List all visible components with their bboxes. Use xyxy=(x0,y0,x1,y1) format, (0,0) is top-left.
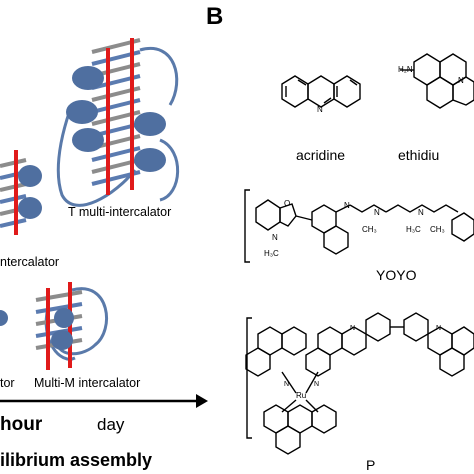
timeline-day-label: day xyxy=(97,415,125,434)
panel-a: T multi-intercalator ntercalator tor xyxy=(0,38,208,470)
p-ru: Ru xyxy=(296,391,306,400)
t-multi-intercalator-graphic xyxy=(56,38,180,207)
p-n3: N xyxy=(350,325,355,332)
p-n2: N xyxy=(314,381,319,388)
timeline-arrowhead xyxy=(196,394,208,408)
multi-m-label: Multi-M intercalator xyxy=(34,376,140,390)
p-n1: N xyxy=(284,381,289,388)
yoyo-n4: N xyxy=(418,208,424,217)
yoyo-ch3-d: CH₃ xyxy=(430,225,445,234)
multi-m-intercalator-graphic xyxy=(35,282,109,370)
yoyo-o: O xyxy=(284,199,290,208)
acridine-label: acridine xyxy=(296,147,345,163)
yoyo-n2: N xyxy=(344,201,350,210)
ethidium-structure: H₂N N xyxy=(398,53,474,109)
intercalator-partial-label: ntercalator xyxy=(0,255,59,269)
yoyo-ch3-a: H₃C xyxy=(264,249,279,258)
partial-intercalator-graphic xyxy=(0,150,42,235)
t-multi-label: T multi-intercalator xyxy=(68,205,171,219)
yoyo-label: YOYO xyxy=(376,267,417,283)
yoyo-ch3-c: H₃C xyxy=(406,225,421,234)
timeline-hour-label: hour xyxy=(0,414,43,435)
tor-partial-label: tor xyxy=(0,376,15,390)
panel-b: B N acridine H₂N N ethidiu xyxy=(206,3,474,473)
yoyo-n3: N xyxy=(374,208,380,217)
yoyo-structure: O N H₃C N N CH₃ N H₃C CH₃ xyxy=(244,189,474,263)
p-label: P xyxy=(366,457,375,473)
acridine-n: N xyxy=(317,105,323,114)
acridine-structure: N xyxy=(281,75,361,114)
yoyo-n1: N xyxy=(272,233,278,242)
panel-b-label: B xyxy=(206,3,223,30)
p-structure: Ru N N N N xyxy=(245,312,474,455)
partial-blob xyxy=(0,310,8,326)
yoyo-ch3-b: CH₃ xyxy=(362,225,377,234)
ethidium-n: N xyxy=(458,76,464,85)
timeline-caption: ilibrium assembly xyxy=(0,450,152,470)
ethidium-h2n: H₂N xyxy=(398,65,413,74)
ethidium-label: ethidiu xyxy=(398,147,439,163)
p-n4: N xyxy=(436,325,441,332)
